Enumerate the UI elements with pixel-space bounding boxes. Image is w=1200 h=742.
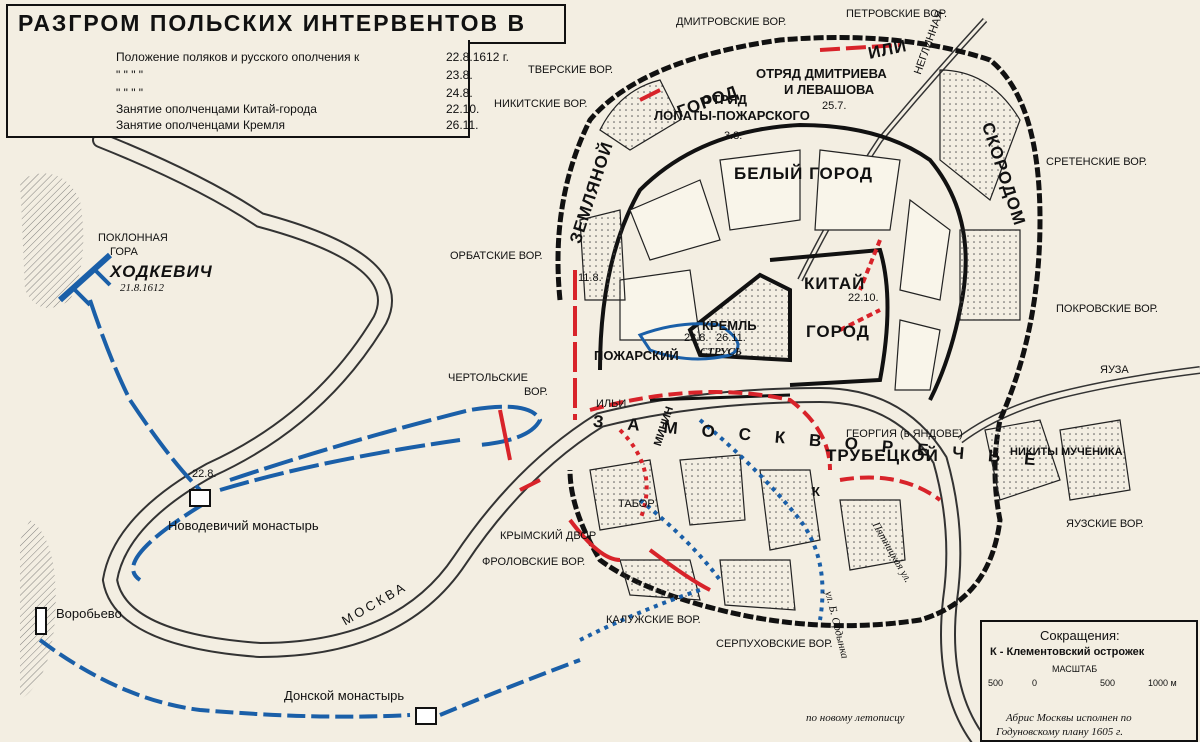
date-11-8: 11.8.	[578, 272, 602, 284]
date-22-10: 22.10.	[848, 292, 879, 304]
abbrev-title: Сокращения:	[1040, 628, 1120, 643]
label-pozharsky: ПОЖАРСКИЙ	[594, 348, 679, 363]
legend: Положение поляков и русского ополчения к…	[6, 40, 509, 138]
abbreviations-box: Сокращения: К - Клементовский острожек М…	[980, 620, 1198, 742]
gate-petrovskie: ПЕТРОВСКИЕ ВОР.	[846, 8, 948, 20]
legend-text-3: " " " "	[116, 86, 144, 100]
gate-frolovskie: ФРОЛОВСКИЕ ВОР.	[482, 556, 586, 568]
label-ilyi: ИЛЬИ	[596, 398, 627, 410]
label-vorobyovo: Воробьево	[56, 606, 122, 621]
gate-sretenskie: СРЕТЕНСКИЕ ВОР.	[1046, 156, 1148, 168]
label-bely-gorod: БЕЛЫЙ ГОРОД	[734, 164, 873, 183]
gate-nikitskie: НИКИТСКИЕ ВОР.	[494, 98, 588, 110]
gate-pokrovskie: ПОКРОВСКИЕ ВОР.	[1056, 303, 1158, 315]
abbrev-text: К - Клементовский острожек	[990, 646, 1145, 658]
label-klementovsky-k: К	[812, 484, 820, 499]
legend-date-4: 22.10.	[446, 102, 480, 116]
label-otryad-dmitrieva-2: И ЛЕВАШОВА	[784, 82, 875, 97]
label-otryad-lopaty: ОТРЯД	[702, 92, 748, 107]
scale-tick-3: 500	[1100, 678, 1116, 688]
credit-source: по новому летописцу	[806, 712, 905, 724]
label-tabor: ТАБОР	[618, 498, 655, 510]
scale-title: МАСШТАБ	[1052, 664, 1098, 674]
label-georgiya: ГЕОРГИЯ (в ЯНДОВЕ)	[846, 428, 963, 440]
label-novodevichy: Новодевичий монастырь	[168, 518, 319, 533]
label-poklonnaya: ПОКЛОННАЯ	[98, 232, 168, 244]
militia-movements	[498, 43, 942, 592]
legend-text-2: " " " "	[116, 68, 144, 82]
label-kreml: КРЕМЛЬ	[702, 318, 757, 333]
title-box: РАЗГРОМ ПОЛЬСКИХ ИНТЕРВЕНТОВ В МОСКВЕ	[6, 4, 566, 63]
skorodom-blocks	[579, 69, 1131, 501]
label-trubetskoy: ТРУБЕЦКОЙ	[826, 446, 939, 465]
kremlin-outline	[687, 272, 792, 363]
label-otryad-lopaty-2: ЛОПАТЫ-ПОЖАРСКОГО	[654, 108, 810, 123]
gate-kaluzhskie: КАЛУЖСКИЕ ВОР.	[606, 614, 701, 626]
strus-position	[637, 322, 740, 361]
scale-tick-1: 500	[988, 678, 1004, 688]
label-poklonnaya-2: ГОРА	[110, 246, 138, 258]
kitay-gorod-wall	[769, 247, 890, 387]
gate-serpukhovskie: СЕРПУХОВСКИЕ ВОР.	[716, 638, 833, 650]
date-3-8: 3.8.	[724, 130, 743, 142]
gate-orbatskie: ОРБАТСКИЕ ВОР.	[450, 250, 543, 262]
legend-date-5: 26.11.	[446, 118, 479, 132]
label-donskoy: Донской монастырь	[284, 688, 405, 703]
label-kitay: КИТАЙ	[804, 274, 866, 293]
label-otryad-dmitrieva: ОТРЯД ДМИТРИЕВА	[756, 66, 887, 81]
poklonnaya-hill	[20, 173, 84, 308]
date-26-11: 26.11.	[716, 332, 746, 344]
gate-krymsky: КРЫМСКИЙ ДВОР	[500, 530, 597, 542]
gate-dmitrovskie: ДМИТРОВСКИЕ ВОР.	[676, 16, 787, 28]
legend-text-4: Занятие ополченцами Китай-города	[116, 102, 317, 116]
label-nikity: НИКИТЫ МУЧЕНИКА	[1010, 446, 1123, 458]
gate-tverskie: ТВЕРСКИЕ ВОР.	[528, 64, 614, 76]
legend-date-2: 23.8.	[446, 68, 473, 82]
legend-date-3: 24.8.	[446, 86, 473, 100]
gate-yauzskie: ЯУЗСКИЕ ВОР.	[1066, 518, 1144, 530]
gate-chertolskie: ЧЕРТОЛЬСКИЕ	[448, 372, 528, 384]
gate-chertolskie-2: ВОР.	[524, 386, 548, 398]
scale-tick-2: 0	[1032, 678, 1038, 688]
bely-gorod-blocks	[619, 149, 951, 391]
date-25-7: 25.7.	[822, 100, 847, 112]
credit-line-2: Годуновскому плану 1605 г.	[996, 726, 1123, 738]
date-23-8: 23.8.	[684, 332, 709, 344]
legend-text-5: Занятие ополченцами Кремля	[116, 118, 286, 132]
credit-line-1: Абрис Москвы исполнен по	[1006, 712, 1132, 724]
zamoskvorechye-blocks	[589, 454, 906, 611]
label-yauza: ЯУЗА	[1100, 364, 1129, 376]
legend-text-1: Положение поляков и русского ополчения к	[116, 50, 360, 64]
novodevichy-marker	[189, 489, 211, 507]
legend-date-1: 22.8.1612 г.	[446, 50, 509, 64]
label-strus: СТРУСЬ	[700, 346, 742, 358]
polish-movements	[38, 299, 825, 719]
date-22-8: 22.8.	[192, 468, 217, 480]
label-khodkevich: ХОДКЕВИЧ	[110, 262, 213, 281]
scale-tick-4: 1000 м	[1148, 678, 1177, 688]
donskoy-marker	[415, 707, 437, 725]
zemlyanoy-gorod-wall	[555, 35, 1043, 629]
vorobyovo-marker	[35, 607, 47, 635]
label-gorod-2: ГОРОД	[806, 322, 870, 341]
label-khodkevich-date: 21.8.1612	[120, 282, 164, 294]
khodkevich-camp	[57, 252, 113, 303]
